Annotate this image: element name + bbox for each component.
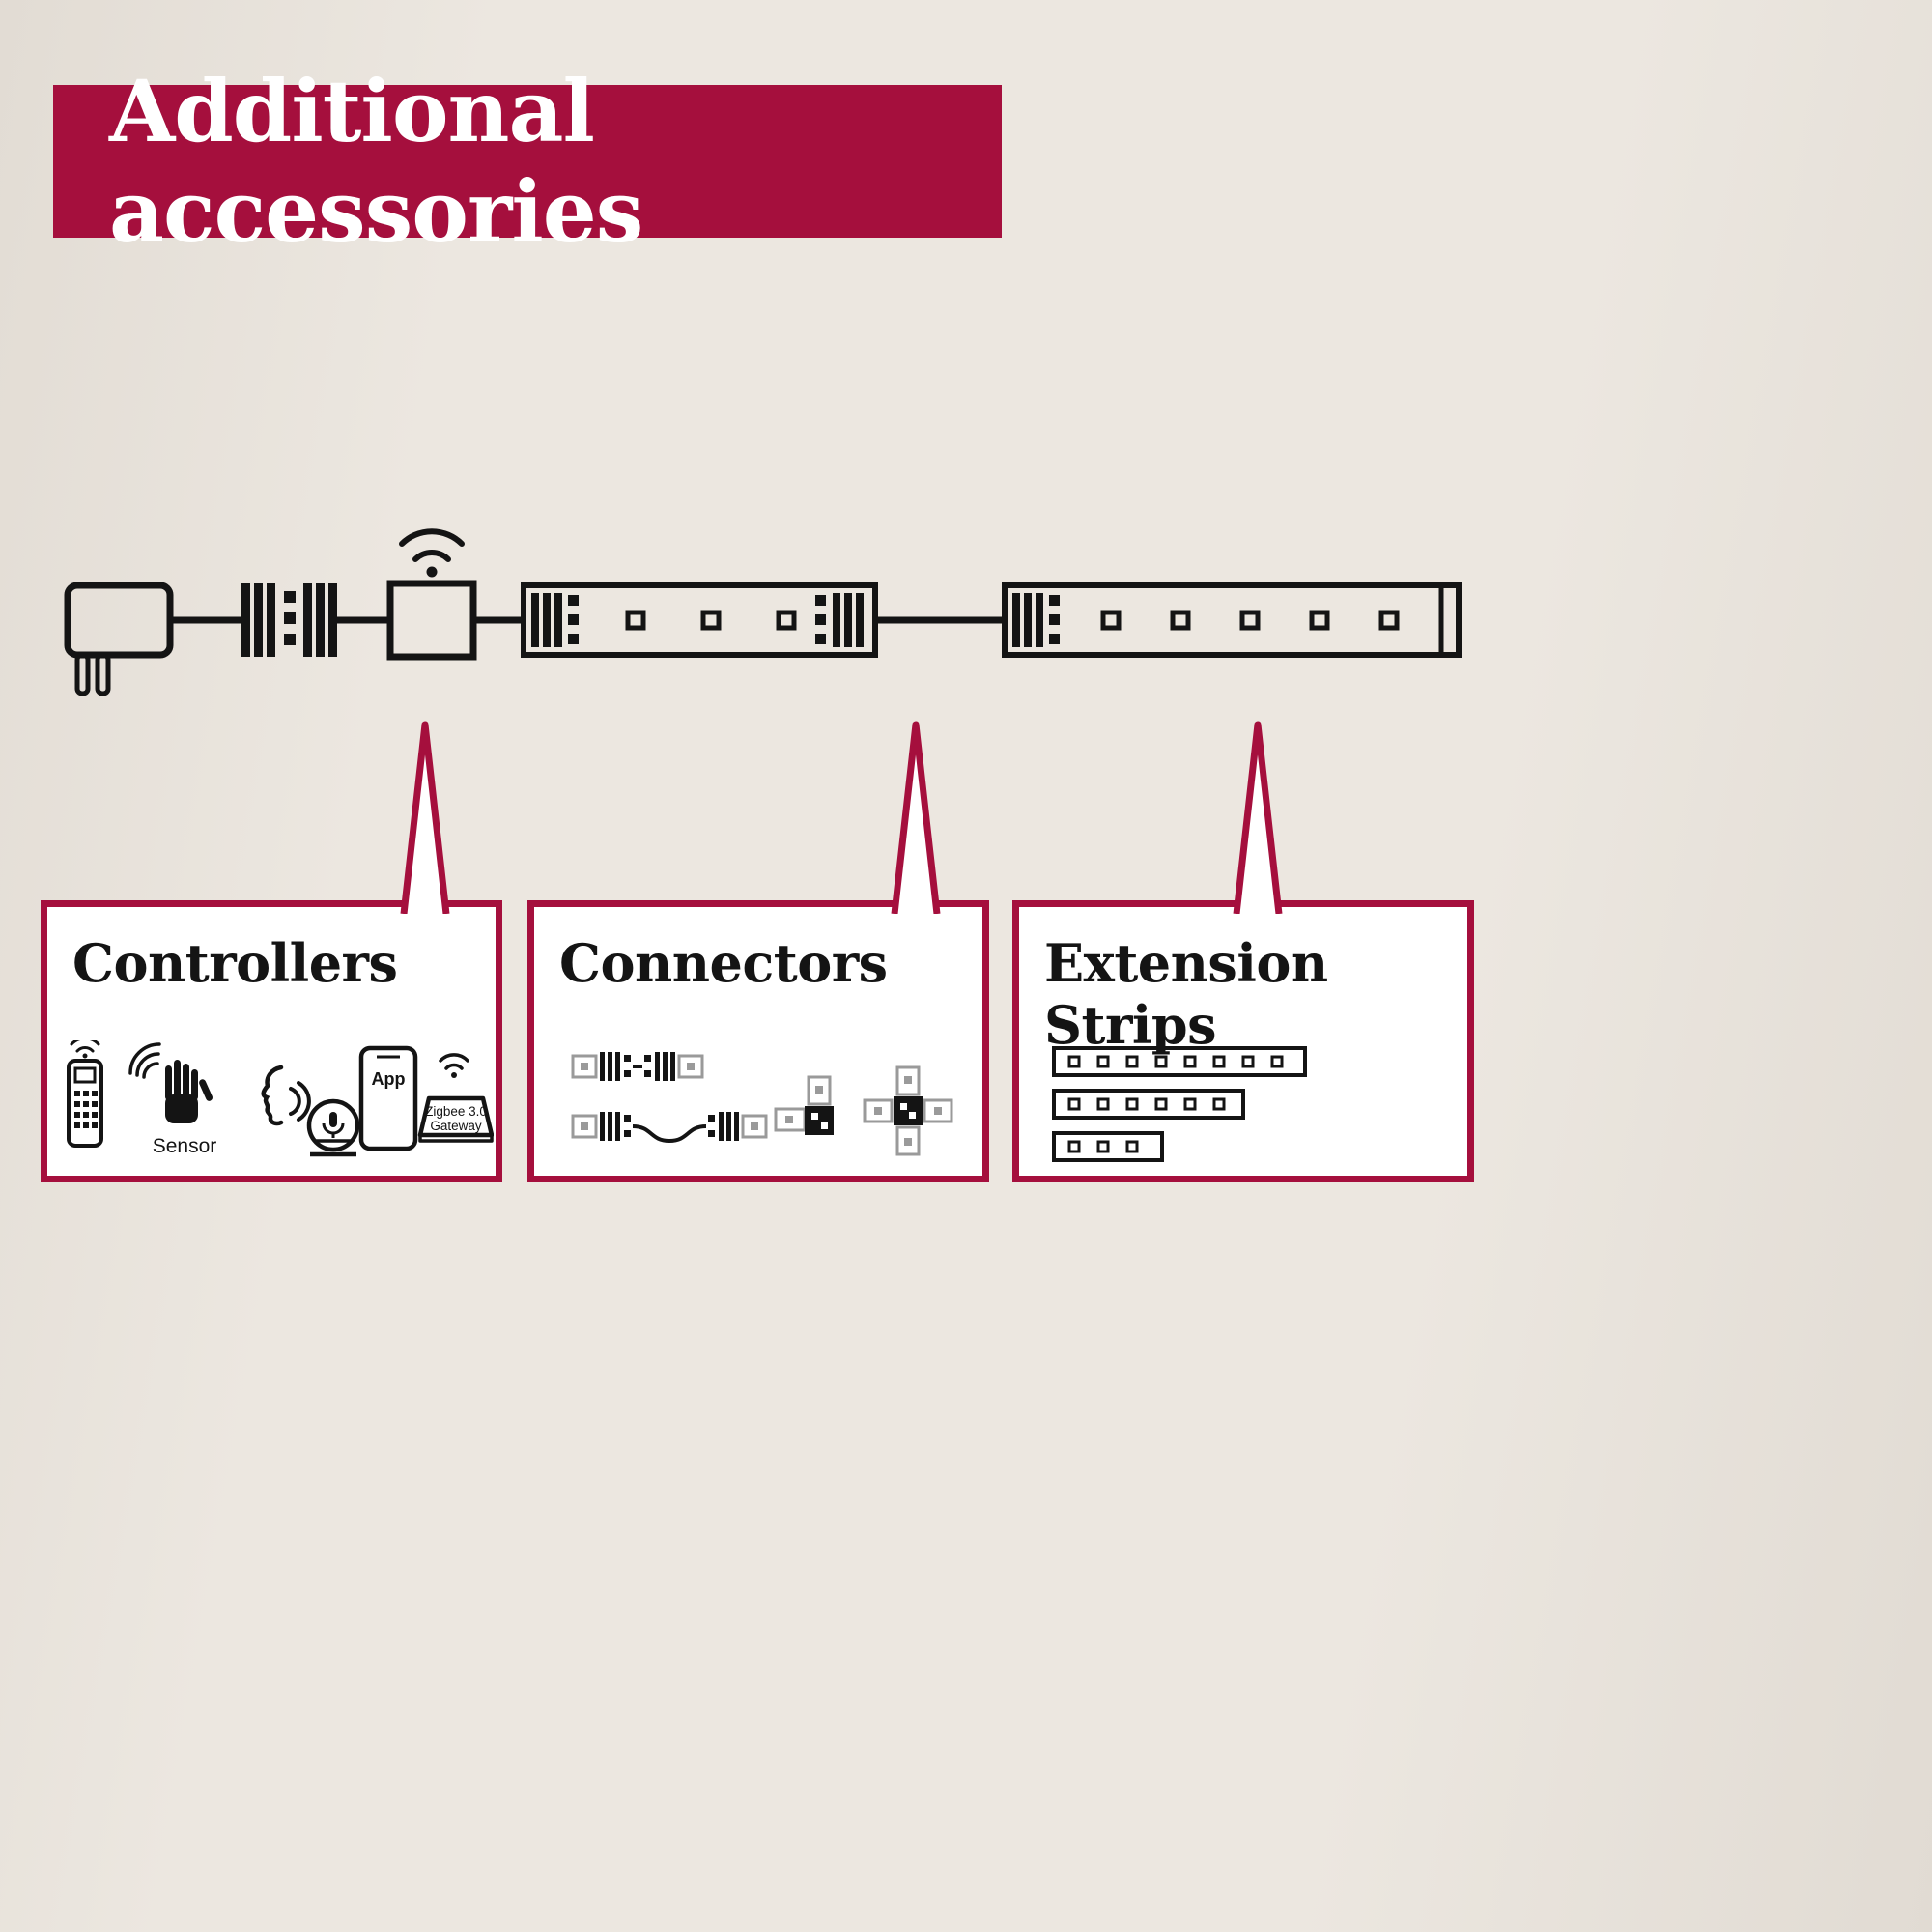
smart-speaker-icon <box>306 1098 360 1157</box>
callout-pointer <box>891 721 941 914</box>
voice-control-icon <box>261 1065 360 1157</box>
led-strip-icon <box>1002 582 1462 658</box>
page-title: Additional accessories <box>109 61 643 262</box>
callout-connectors: Connectors <box>527 900 989 1182</box>
callout-title: Controllers <box>72 932 398 994</box>
direct-connector-icon <box>571 1052 704 1081</box>
extension-strip-medium-icon <box>1052 1089 1245 1120</box>
talking-profile-icon <box>261 1065 284 1126</box>
smartphone-app-icon: App Zigbee 3.0 Gateway <box>358 1045 494 1151</box>
sensor-label: Sensor <box>153 1135 217 1157</box>
wifi-icon <box>399 528 465 578</box>
microphone-icon <box>322 1112 345 1138</box>
callout-extension-strips: Extension Strips <box>1012 900 1474 1182</box>
callout-controllers: Controllers <box>41 900 502 1182</box>
power-adapter-icon <box>64 582 174 696</box>
connectors-icons <box>571 1052 953 1156</box>
cross-connector-icon <box>863 1065 953 1156</box>
remote-control-icon <box>67 1040 103 1148</box>
extension-strip-short-icon <box>1052 1131 1164 1162</box>
corner-connector-icon <box>774 1075 834 1135</box>
callout-pointer <box>400 721 450 914</box>
extension-strips-icons <box>1052 1046 1307 1162</box>
cable-connector-icon <box>571 1112 768 1144</box>
callout-title: Connectors <box>559 932 888 994</box>
motion-sensor-icon: Sensor <box>128 1042 217 1157</box>
gateway-label-2: Gateway <box>430 1119 482 1133</box>
wifi-controller-icon <box>386 528 477 661</box>
wifi-icon <box>439 1053 469 1078</box>
strip-system-diagram <box>64 528 1462 696</box>
controllers-icons: Sensor <box>67 1040 494 1157</box>
title-banner: Additional accessories <box>53 61 1002 262</box>
gateway-label-1: Zigbee 3.0 <box>425 1104 487 1119</box>
zigbee-gateway-icon: Zigbee 3.0 Gateway <box>417 1095 494 1143</box>
callout-pointer <box>1233 721 1283 914</box>
connector-block-icon <box>242 583 337 657</box>
app-label: App <box>372 1069 406 1089</box>
callout-title: Extension Strips <box>1044 932 1328 1056</box>
extension-strip-long-icon <box>1052 1046 1307 1077</box>
led-strip-icon <box>521 582 878 658</box>
